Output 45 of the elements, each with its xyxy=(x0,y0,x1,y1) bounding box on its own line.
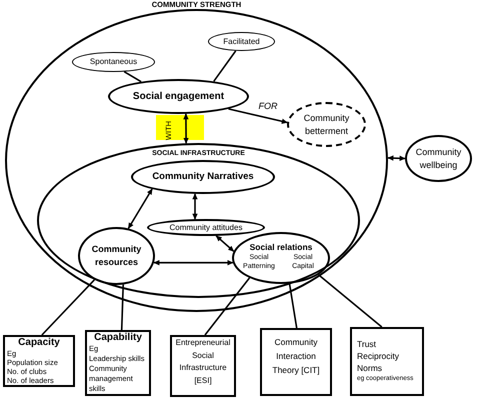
list-item: Trust xyxy=(357,338,376,350)
oval-label: Community betterment xyxy=(302,112,350,138)
leader-line xyxy=(120,284,124,330)
text-box xyxy=(85,330,151,396)
arrow xyxy=(228,108,288,124)
connector-line xyxy=(213,50,236,82)
oval-label: Facilitated xyxy=(223,36,260,46)
edge-label: FOR xyxy=(258,100,278,112)
oval-label: Social engagement xyxy=(132,90,224,102)
text-box xyxy=(170,335,236,397)
oval-label: Community attitudes xyxy=(170,222,242,232)
oval-node xyxy=(108,79,249,114)
oval-node xyxy=(131,160,275,194)
oval-node xyxy=(232,232,330,284)
oval-label: Community wellbeing xyxy=(414,146,462,172)
connector-line xyxy=(124,71,142,82)
double-arrow xyxy=(183,113,189,144)
box-heading: Capacity xyxy=(18,337,60,349)
oval-label: Community Narratives xyxy=(152,171,254,183)
oval-heading: Social relations xyxy=(250,242,312,253)
double-arrow xyxy=(192,193,198,220)
leader-line xyxy=(288,283,298,328)
oval-node xyxy=(78,227,155,285)
oval-node xyxy=(208,32,275,51)
text-box xyxy=(260,328,332,396)
leader-line xyxy=(41,279,95,336)
text-box xyxy=(3,335,75,387)
oval-node xyxy=(72,52,155,72)
double-arrow xyxy=(216,235,234,252)
oval-label: Community resources xyxy=(90,243,142,269)
box-text: Community Interaction Theory [CIT] xyxy=(271,336,321,377)
dashed-oval-node xyxy=(287,102,366,147)
box-heading: Capability xyxy=(94,332,142,344)
double-arrow xyxy=(128,188,153,229)
double-arrow xyxy=(153,260,234,266)
oval-label: Spontaneous xyxy=(90,57,138,67)
text-box xyxy=(350,327,424,396)
oval-node xyxy=(405,135,472,182)
group-ellipse xyxy=(37,143,360,298)
double-arrow xyxy=(387,155,406,161)
list-item: Reciprocity xyxy=(357,350,400,362)
oval-node xyxy=(147,219,265,236)
list-item: Norms xyxy=(357,362,382,374)
box-text: Entrepreneurial Social Infrastructure [ESI] xyxy=(174,337,232,387)
leader-line xyxy=(318,274,382,328)
